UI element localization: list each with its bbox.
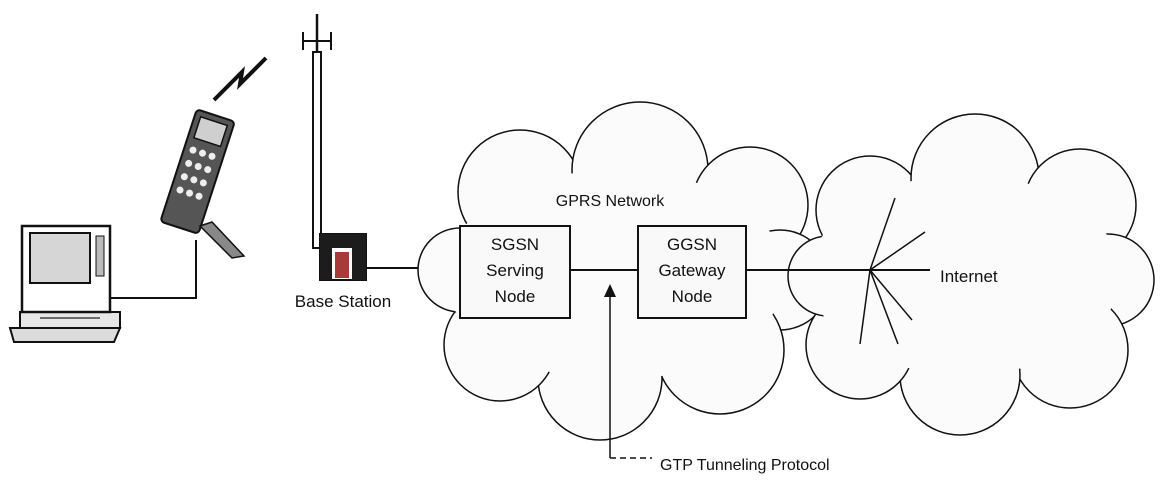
- sgsn-box: [459, 225, 571, 319]
- ggsn-subtitle-line1: Gateway: [658, 261, 726, 280]
- phone-flip: [198, 221, 246, 259]
- mobile-phone-icon: [160, 109, 235, 234]
- gtp-label: GTP Tunneling Protocol: [660, 457, 830, 474]
- base-station-icon: [319, 233, 367, 281]
- sgsn-title: SGSN: [491, 235, 539, 254]
- laptop-icon: [8, 224, 122, 343]
- ggsn-subtitle-line2: Node: [672, 287, 713, 306]
- base-station-label: Base Station: [295, 292, 391, 311]
- internet-fanout-lines: [859, 197, 926, 345]
- gtp-pointer: [604, 284, 652, 459]
- ggsn-box: [637, 225, 747, 319]
- sgsn-subtitle-line1: Serving: [486, 261, 544, 280]
- internet-cloud-core: [810, 175, 1120, 375]
- laptop-phone-cable: [110, 240, 197, 299]
- ggsn-title: GGSN: [667, 235, 717, 254]
- gprs-network-label: GPRS Network: [556, 193, 665, 210]
- antenna-tower-icon: [302, 14, 332, 249]
- wireless-signal-icon: [212, 56, 268, 102]
- internet-label: Internet: [940, 267, 998, 286]
- sgsn-subtitle-line2: Node: [495, 287, 536, 306]
- gtp-arrow-head: [604, 284, 616, 297]
- gprs-cloud-core: [445, 170, 785, 380]
